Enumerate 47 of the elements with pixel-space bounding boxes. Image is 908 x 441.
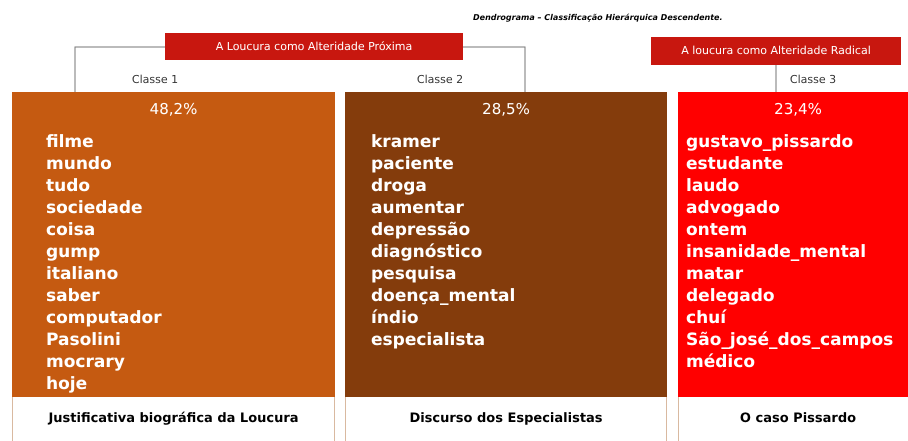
word-label: chuí <box>686 306 726 328</box>
connector-line <box>462 46 526 92</box>
class-column <box>12 92 335 441</box>
word-label: especialista <box>371 328 486 350</box>
class-column <box>345 92 667 441</box>
word-label: paciente <box>371 152 454 174</box>
word-label: estudante <box>686 152 784 174</box>
word-label: ontem <box>686 218 748 240</box>
word-label: Pasolini <box>46 328 121 350</box>
word-label: tudo <box>46 174 90 196</box>
word-label: aumentar <box>371 196 464 218</box>
word-label: sociedade <box>46 196 143 218</box>
class-name-box: Discurso dos Especialistas <box>345 397 667 441</box>
word-label: kramer <box>371 130 440 152</box>
word-label: doença_mental <box>371 284 516 306</box>
class-name-box: Justificativa biográfica da Loucura <box>12 397 335 441</box>
class-column <box>678 92 908 441</box>
word-label: depressão <box>371 218 470 240</box>
word-label: coisa <box>46 218 96 240</box>
word-label: diagnóstico <box>371 240 482 262</box>
word-label: mocrary <box>46 350 125 372</box>
word-label: droga <box>371 174 427 196</box>
word-label: mundo <box>46 152 112 174</box>
percentage-label: 48,2% <box>148 99 198 120</box>
connector-line <box>74 46 166 92</box>
class-name-box: O caso Pissardo <box>678 397 908 441</box>
word-label: matar <box>686 262 744 284</box>
word-label: computador <box>46 306 162 328</box>
word-label: São_josé_dos_campos <box>686 328 894 350</box>
word-label: pesquisa <box>371 262 457 284</box>
word-label: índio <box>371 306 419 328</box>
word-label: filme <box>46 130 94 152</box>
percentage-label: 23,4% <box>773 99 823 120</box>
word-label: laudo <box>686 174 740 196</box>
word-label: hoje <box>46 372 88 394</box>
diagram-title: Dendrograma – Classificação Hierárquica Descendente. <box>473 12 723 24</box>
word-label: gump <box>46 240 100 262</box>
word-label: saber <box>46 284 100 306</box>
word-label: insanidade_mental <box>686 240 866 262</box>
word-label: italiano <box>46 262 118 284</box>
group-header-box: A loucura como Alteridade Radical <box>651 37 901 65</box>
percentage-label: 28,5% <box>481 99 531 120</box>
word-label: médico <box>686 350 755 372</box>
group-header-box: A Loucura como Alteridade Próxima <box>165 33 463 60</box>
word-label: advogado <box>686 196 780 218</box>
word-label: gustavo_pissardo <box>686 130 854 152</box>
word-label: delegado <box>686 284 775 306</box>
